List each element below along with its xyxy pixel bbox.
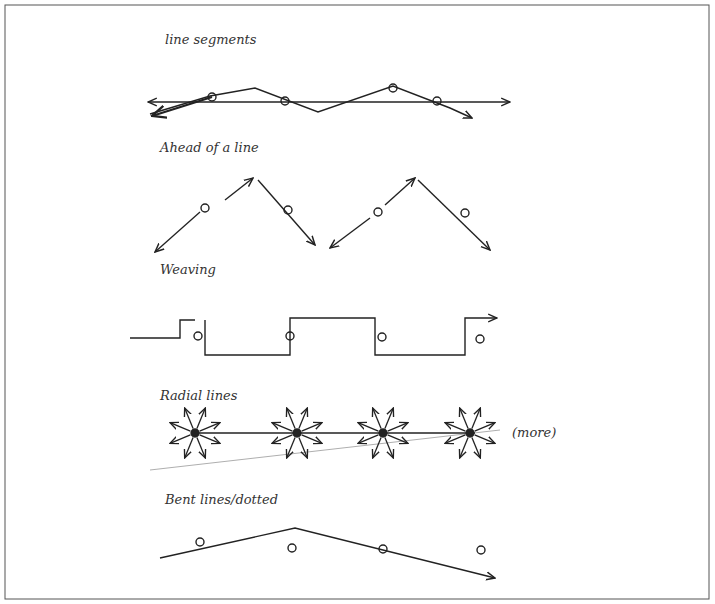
frame bbox=[5, 5, 709, 599]
handwritten-label: Radial lines bbox=[160, 388, 237, 404]
radial-arrow bbox=[299, 408, 307, 428]
radial-arrow bbox=[472, 408, 480, 428]
radial-arrow bbox=[460, 438, 468, 458]
radial-arrow bbox=[385, 408, 393, 428]
radial-arrow bbox=[373, 408, 381, 428]
handwritten-label: Bent lines/dotted bbox=[165, 492, 278, 508]
radial-arrow bbox=[287, 438, 295, 458]
radial-arrow bbox=[302, 435, 322, 443]
radial-arrow bbox=[272, 435, 292, 443]
radial-arrow bbox=[388, 435, 408, 443]
radial-arrow bbox=[197, 438, 205, 458]
radial-arrow bbox=[358, 435, 378, 443]
handwritten-label: line segments bbox=[165, 32, 257, 48]
radial-arrow bbox=[445, 435, 465, 443]
radial-arrow bbox=[373, 438, 381, 458]
radial-arrow bbox=[302, 423, 322, 431]
radial-arrow bbox=[185, 408, 193, 428]
handwritten-label: (more) bbox=[512, 425, 556, 441]
radial-arrow bbox=[388, 423, 408, 431]
radial-arrow bbox=[460, 408, 468, 428]
radial-arrow bbox=[272, 423, 292, 431]
radial-arrow bbox=[200, 435, 220, 443]
radial-arrow bbox=[358, 423, 378, 431]
radial-center bbox=[466, 429, 474, 437]
radial-arrow bbox=[170, 423, 190, 431]
radial-arrow bbox=[200, 423, 220, 431]
radial-center bbox=[293, 429, 301, 437]
ahead-row bbox=[155, 178, 490, 252]
radial-arrow bbox=[475, 435, 495, 443]
radial-arrow bbox=[472, 438, 480, 458]
handwritten-label: Weaving bbox=[160, 262, 216, 278]
bent-line-row bbox=[160, 528, 495, 578]
radial-arrow bbox=[445, 423, 465, 431]
radial-arrow bbox=[287, 408, 295, 428]
radial-arrow bbox=[185, 438, 193, 458]
weaving-row bbox=[130, 318, 497, 355]
radial-arrow bbox=[475, 423, 495, 431]
radial-row bbox=[150, 408, 500, 470]
radial-arrow bbox=[385, 438, 393, 458]
line-segments-row bbox=[148, 84, 510, 118]
radial-arrow bbox=[299, 438, 307, 458]
handwritten-label: Ahead of a line bbox=[160, 140, 259, 156]
radial-center bbox=[379, 429, 387, 437]
radial-arrow bbox=[197, 408, 205, 428]
radial-arrow bbox=[170, 435, 190, 443]
radial-center bbox=[191, 429, 199, 437]
